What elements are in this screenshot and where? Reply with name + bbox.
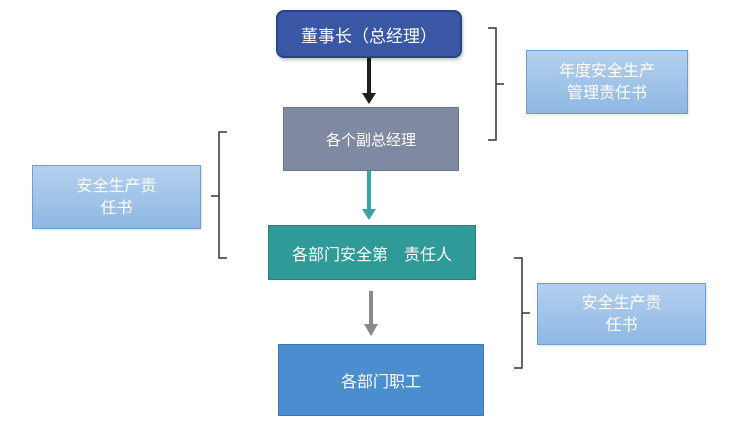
- dept-heads-label: 各部门安全第 责任人: [291, 244, 452, 264]
- safety-responsibility-doc-right: 安全生产责 任书: [537, 283, 706, 345]
- bracket-safety-right: [514, 257, 530, 369]
- safety-left-line2: 任书: [100, 198, 133, 217]
- bracket-safety-left: [211, 131, 227, 259]
- annual-mgmt-responsibility-doc: 年度安全生产 管理责任书: [526, 50, 688, 114]
- arrow-chairman-to-vice: [362, 58, 376, 104]
- arrow-dept-heads-to-staff: [364, 291, 378, 336]
- arrow-vice-to-dept-heads: [362, 171, 376, 220]
- annual-mgmt-line1: 年度安全生产: [558, 61, 655, 80]
- bracket-annual-mgmt: [488, 27, 504, 141]
- annual-mgmt-line2: 管理责任书: [566, 83, 647, 102]
- vice-managers-label: 各个副总经理: [325, 130, 416, 149]
- dept-staff-node: 各部门职工: [278, 344, 484, 416]
- chairman-node: 董事长（总经理）: [276, 10, 462, 58]
- chairman-label: 董事长（总经理）: [301, 26, 437, 47]
- dept-heads-node: 各部门安全第 责任人: [268, 225, 476, 280]
- vice-managers-node: 各个副总经理: [283, 107, 459, 171]
- dept-staff-label: 各部门职工: [340, 372, 421, 391]
- safety-right-line1: 安全生产责: [581, 293, 662, 312]
- safety-left-line1: 安全生产责: [76, 176, 157, 195]
- safety-right-line2: 任书: [605, 315, 638, 334]
- safety-responsibility-doc-left: 安全生产责 任书: [32, 165, 201, 229]
